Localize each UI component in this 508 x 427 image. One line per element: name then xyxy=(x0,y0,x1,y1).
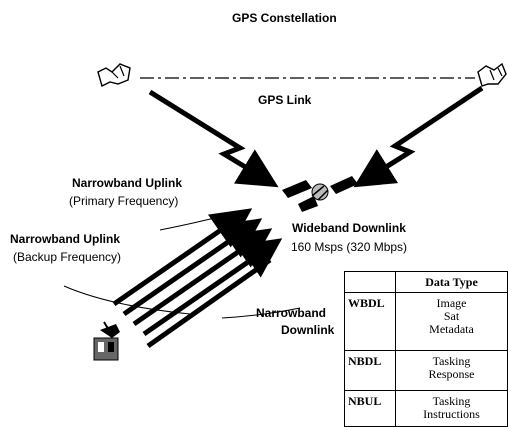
narrowband-downlink-line2: Downlink xyxy=(281,323,335,337)
wideband-downlink-sub: 160 Msps (320 Mbps) xyxy=(291,240,408,254)
table-row-value: Tasking Instructions xyxy=(395,390,508,427)
link-bundle-arrows xyxy=(112,208,283,349)
narrowband-uplink-primary-title: Narrowband Uplink xyxy=(72,176,183,190)
table-value-line: Image xyxy=(436,296,467,310)
wideband-downlink-title: Wideband Downlink xyxy=(292,221,406,235)
uplink-boundary-upper xyxy=(159,213,231,231)
data-type-table: Data Type WBDL Image Sat Metadata NBDL T… xyxy=(344,271,508,427)
table-row-value: Image Sat Metadata xyxy=(395,292,508,351)
diagram-title: GPS Constellation xyxy=(232,11,337,25)
table-header-row: Data Type xyxy=(344,271,508,293)
table-header-cell: Data Type xyxy=(395,271,508,293)
gps-link-label: GPS Link xyxy=(258,93,312,107)
table-value-line: Response xyxy=(428,367,475,381)
gps-link-left-arrow xyxy=(148,89,279,188)
table-value-line: Tasking xyxy=(432,354,471,368)
table-row: NBUL Tasking Instructions xyxy=(344,390,508,427)
gps-satellite-right-icon xyxy=(477,62,507,87)
table-value-line: Metadata xyxy=(429,322,474,336)
gps-link-right-arrow xyxy=(353,85,484,188)
imaging-satellite-icon xyxy=(282,176,358,212)
gps-satellite-left-icon xyxy=(97,63,131,88)
table-row: NBDL Tasking Response xyxy=(344,350,508,391)
narrowband-downlink-line1: Narrowband xyxy=(256,306,327,320)
ground-station-icon xyxy=(93,321,120,361)
table-row-key: NBUL xyxy=(344,390,396,427)
narrowband-uplink-backup-sub: (Backup Frequency) xyxy=(13,250,122,264)
table-row-key: WBDL xyxy=(344,292,396,351)
table-value-line: Tasking xyxy=(432,394,471,408)
narrowband-uplink-backup-title: Narrowband Uplink xyxy=(10,232,121,246)
table-header-cell xyxy=(344,271,396,293)
table-row: WBDL Image Sat Metadata xyxy=(344,292,508,351)
table-row-key: NBDL xyxy=(344,350,396,391)
table-row-value: Tasking Response xyxy=(395,350,508,391)
table-value-line: Instructions xyxy=(423,407,480,421)
narrowband-uplink-primary-sub: (Primary Frequency) xyxy=(69,194,179,208)
downlink-boundary xyxy=(221,307,301,319)
table-value-line: Sat xyxy=(443,309,460,323)
